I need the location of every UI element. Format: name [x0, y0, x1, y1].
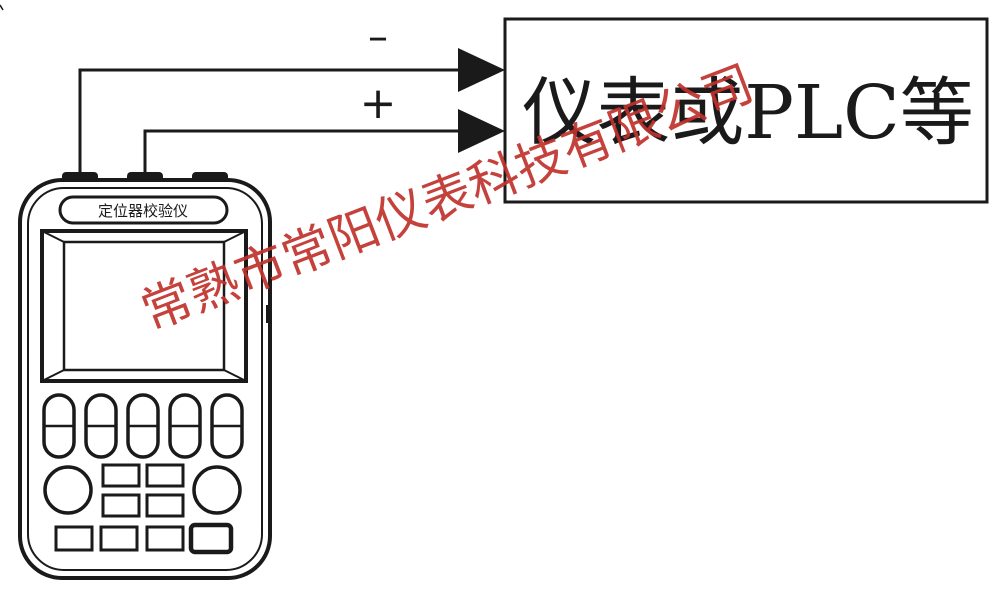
target-instrument-label: 仪表或PLC等 [522, 70, 974, 156]
function-keys [42, 393, 244, 459]
keypad-key [101, 463, 141, 488]
round-key-right [192, 465, 242, 515]
keypad-key [101, 493, 141, 518]
corner-mark [0, 4, 4, 11]
target-instrument-box [503, 17, 989, 204]
negative-arrowhead [458, 48, 505, 92]
bezel-edge-br [223, 369, 247, 382]
bottom-key-3 [145, 525, 185, 552]
round-key-left [43, 465, 93, 515]
device-body-inner [27, 187, 263, 571]
keypad-key [145, 463, 185, 488]
negative-polarity-label: – [368, 14, 388, 60]
device-title: 定位器校验仪 [98, 202, 188, 220]
device-title-plate [58, 195, 229, 225]
lcd-screen [62, 240, 226, 372]
positive-polarity-label: + [360, 78, 397, 129]
keypad-key [145, 493, 185, 518]
side-button [266, 305, 270, 323]
positive-wire [143, 129, 462, 175]
bezel-edge-bl [41, 369, 65, 382]
bottom-key-2 [99, 525, 139, 552]
negative-wire [78, 68, 462, 175]
bezel-edge-tl [41, 230, 65, 243]
calibrator-device: 定位器校验仪 [18, 172, 272, 580]
bottom-key-4 [188, 522, 234, 555]
center-keypad [101, 463, 185, 518]
bottom-keys [54, 522, 234, 555]
bezel-edge-tr [223, 230, 247, 243]
positive-arrowhead [458, 109, 505, 153]
bottom-key-1 [54, 525, 94, 552]
